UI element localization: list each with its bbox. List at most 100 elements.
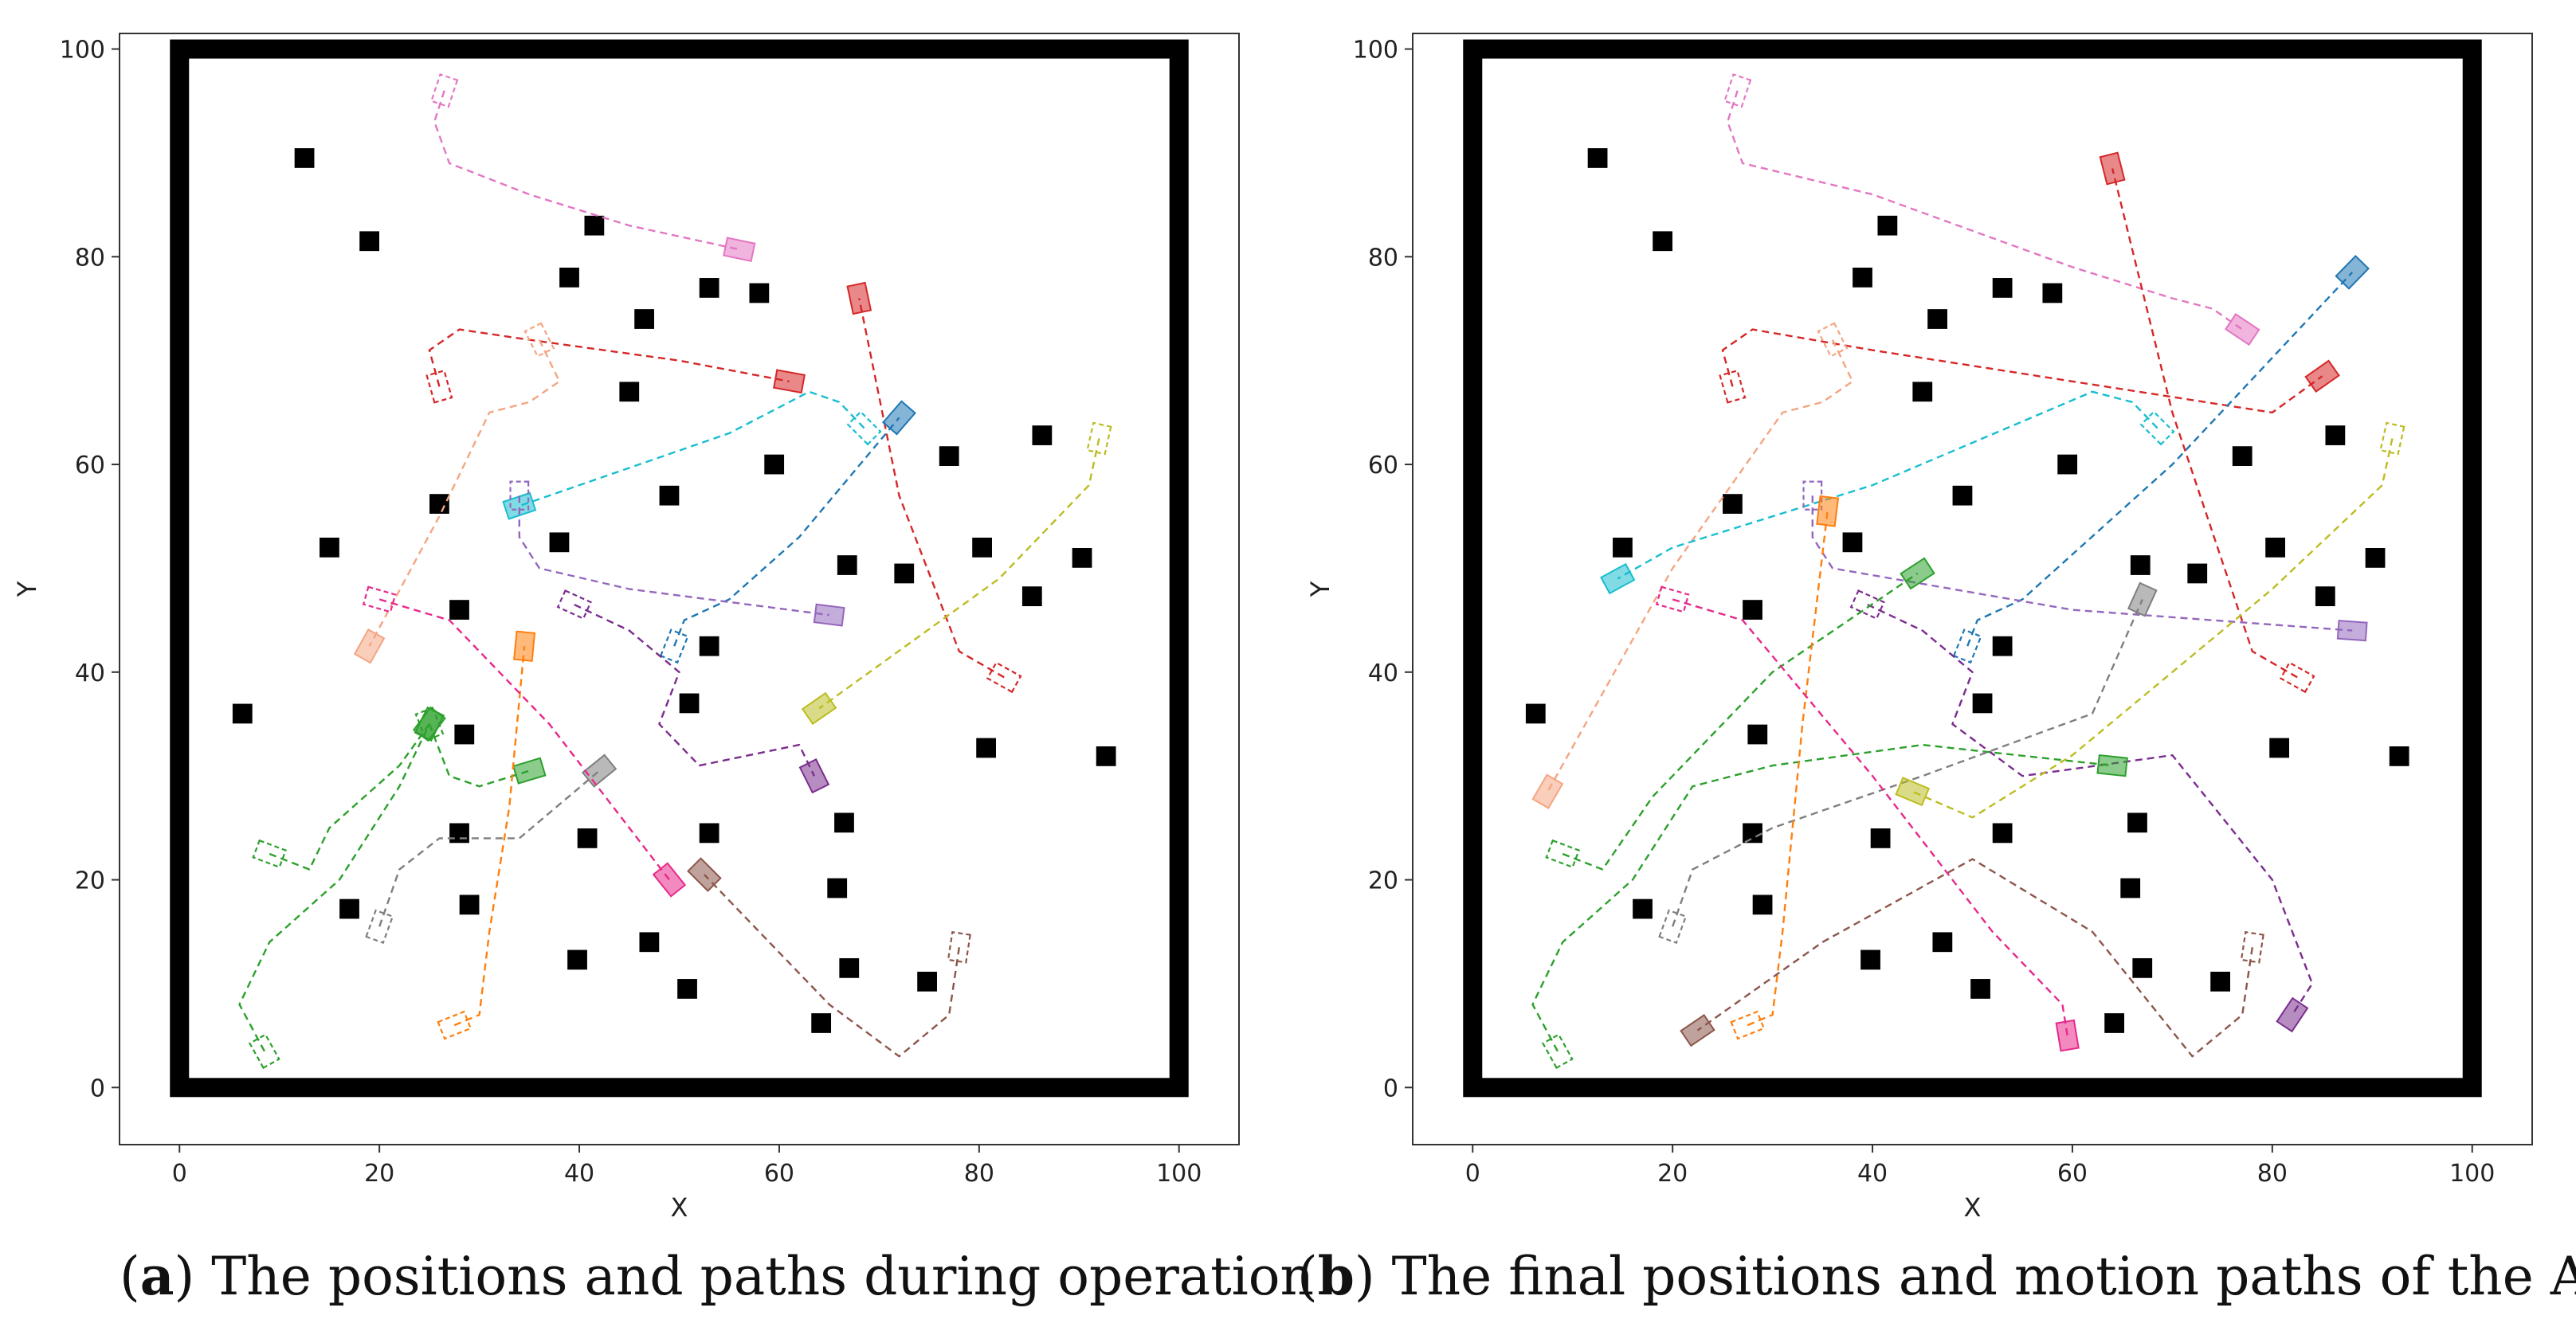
caption-text: The positions and paths during operation [211, 1246, 1314, 1307]
obstacle [634, 309, 654, 329]
robot-start-marker [659, 628, 689, 664]
robot-position-marker [2127, 581, 2158, 617]
robot-path [1727, 90, 2243, 331]
robot-path [1966, 272, 2354, 647]
robot-position-marker [798, 758, 830, 794]
x-tick-label: 100 [1156, 1160, 1202, 1188]
robot-start-marker [2279, 661, 2315, 694]
robot-start-marker [252, 839, 288, 869]
caption-open-paren: ( [1297, 1246, 1318, 1307]
robot-start-marker [414, 707, 445, 742]
obstacle [1932, 932, 1953, 953]
robot-path [1721, 328, 2323, 414]
robot-start-marker [362, 585, 397, 613]
robot-path [433, 90, 740, 251]
x-tick-label: 40 [564, 1160, 594, 1188]
robot-start-marker [986, 661, 1022, 694]
robot-path [1547, 339, 1854, 793]
robot-position-marker [2099, 151, 2126, 186]
robot-position-marker [1680, 1014, 1715, 1047]
robot-position-marker [2335, 254, 2370, 290]
robot-path [1531, 743, 2113, 1052]
robot-path [1696, 858, 2253, 1058]
obstacle [1021, 586, 1042, 607]
robot-path [574, 604, 815, 777]
robot-position-marker [1600, 562, 1636, 595]
robot-start-marker [556, 589, 592, 621]
caption-text: The final positions and motion paths of … [1392, 1246, 2576, 1307]
robot-position-marker [513, 630, 536, 662]
robot-start-marker [437, 1010, 472, 1040]
robot-start-marker [509, 480, 530, 511]
obstacle [294, 148, 315, 168]
obstacle [1870, 828, 1891, 848]
x-tick-label: 40 [1857, 1160, 1888, 1188]
obstacle [2130, 555, 2151, 575]
obstacle [2187, 563, 2208, 584]
y-tick-label: 100 [60, 37, 105, 65]
robot-position-marker [2336, 620, 2368, 642]
robot-start-marker [1719, 369, 1747, 404]
x-tick-label: 20 [1657, 1160, 1688, 1188]
robot-position-marker [2055, 1019, 2080, 1052]
robot-path [1562, 572, 1919, 871]
robot-path [673, 417, 900, 647]
obstacle [339, 898, 359, 919]
robot-path [818, 438, 1100, 710]
obstacle [2265, 537, 2285, 558]
x-axis-label: X [671, 1192, 688, 1223]
boundary-wall [170, 39, 1189, 1098]
robot-path [1867, 604, 2314, 1016]
obstacle [1752, 895, 1773, 915]
obstacle [1992, 636, 2013, 656]
robot-position-marker [1900, 557, 1935, 590]
obstacle [677, 979, 697, 999]
robot-start-marker [2379, 421, 2405, 456]
robot-position-marker [846, 281, 872, 315]
obstacle [699, 278, 719, 298]
robot-position-marker [1531, 773, 1564, 809]
robot-position-marker [2276, 996, 2309, 1033]
robot-path [518, 495, 829, 617]
plot-frame [1412, 33, 2533, 1145]
robot-start-marker [425, 369, 453, 404]
robot-start-marker [365, 909, 394, 945]
obstacle [549, 532, 570, 553]
obstacle [972, 537, 992, 558]
obstacle [939, 446, 959, 467]
obstacle [1970, 979, 1990, 999]
robot-start-marker [1817, 322, 1849, 358]
obstacle [1743, 823, 1762, 844]
robot-position-marker [1816, 495, 1840, 527]
robot-start-marker [430, 73, 459, 108]
robot-path [858, 298, 1005, 679]
caption-close-paren: ) [1355, 1246, 1392, 1307]
y-tick-label: 0 [1383, 1075, 1398, 1102]
obstacle [639, 932, 660, 953]
robot-path [428, 328, 790, 387]
obstacle [2269, 738, 2290, 758]
caption-close-paren: ) [174, 1246, 212, 1307]
robot-start-marker [1655, 585, 1690, 613]
robot-start-marker [1658, 909, 1688, 945]
obstacle [1072, 548, 1092, 568]
robot-start-marker [2240, 930, 2264, 964]
y-tick-label: 0 [90, 1075, 105, 1102]
robot-position-marker [687, 857, 722, 892]
y-tick-label: 100 [1353, 37, 1398, 65]
panel-caption: (b) The final positions and motion paths… [1297, 1245, 2576, 1307]
obstacle [1096, 746, 1116, 766]
robot-path [368, 339, 561, 647]
robot-position-marker [882, 400, 916, 436]
robot-position-marker [2304, 359, 2340, 393]
obstacle [359, 231, 380, 252]
robot-start-marker [947, 930, 971, 964]
obstacle [1952, 485, 1973, 506]
x-tick-label: 0 [1465, 1160, 1480, 1188]
y-tick-label: 60 [1368, 452, 1398, 480]
obstacle [1613, 537, 1633, 558]
y-tick-label: 80 [1368, 244, 1398, 272]
x-tick-label: 20 [364, 1160, 394, 1188]
